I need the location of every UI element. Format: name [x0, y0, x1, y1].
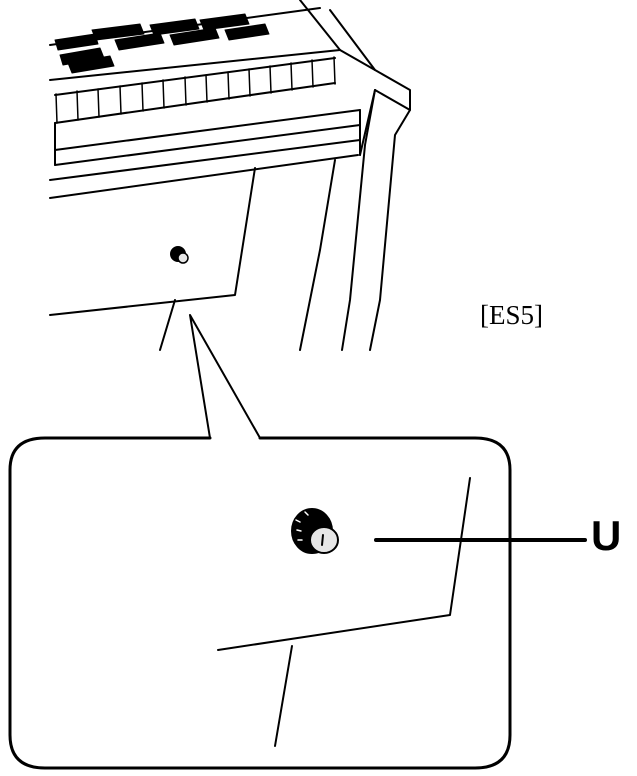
- white-keys: [55, 56, 336, 124]
- panel-knob: [170, 246, 189, 264]
- keyboard: [49, 7, 341, 124]
- rotary-knob-icon: [291, 508, 339, 554]
- callout-pointer: [189, 314, 261, 439]
- black-keys: [54, 13, 270, 74]
- callout-letter: U: [591, 512, 622, 559]
- callout-box: [8, 436, 512, 770]
- model-label: [ES5]: [480, 300, 543, 330]
- cabinet: [49, 0, 411, 351]
